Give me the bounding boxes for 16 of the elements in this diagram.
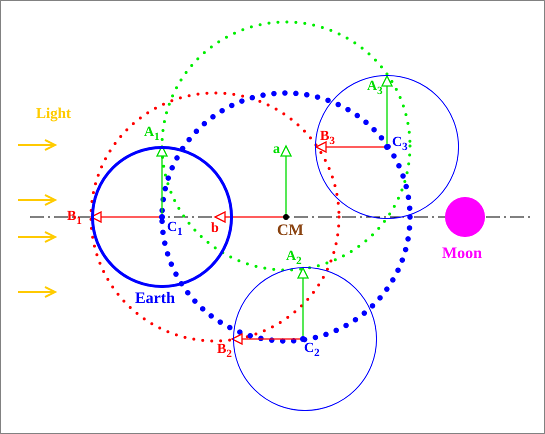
earth-position-circle [233, 267, 377, 411]
moon-label: Moon [442, 246, 482, 262]
point-label: A$_{1}$ [144, 126, 160, 143]
point-label: A$_{3}$ [367, 80, 383, 97]
point-label: C$_{1}$ [167, 221, 183, 238]
point-label: B$_{1}$ [67, 210, 82, 227]
point-label: C$_{2}$ [304, 342, 320, 359]
point-label: B$_{3}$ [320, 130, 335, 147]
point-label: B$_{2}$ [217, 343, 232, 360]
point-label: A$_{2}$ [286, 250, 302, 267]
vector-label: a [273, 143, 280, 157]
vector-label: b [211, 222, 219, 236]
point-label: C$_{3}$ [392, 136, 408, 153]
light-label: Light [36, 107, 72, 122]
center-of-mass-label: CM [277, 223, 304, 239]
earth-label: Earth [135, 291, 175, 307]
